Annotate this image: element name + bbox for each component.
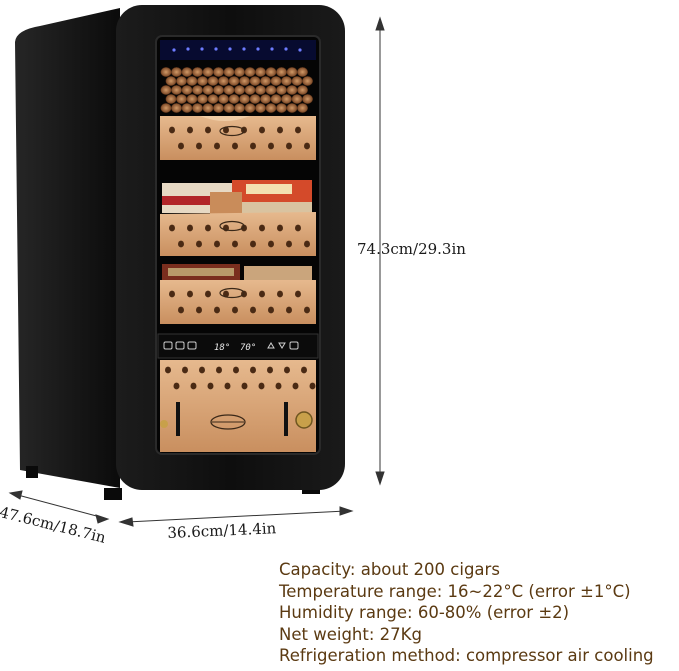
- spec-temperature-range: Temperature range: 16~22°C (error ±1°C): [279, 581, 631, 601]
- shelf-1: [160, 116, 316, 160]
- height-arrow: [375, 16, 385, 486]
- spec-capacity: Capacity: about 200 cigars: [279, 560, 500, 579]
- down-arrow-icon: [278, 342, 286, 349]
- hygrometer-dial-icon: [295, 411, 313, 429]
- height-dimension-label: 74.3cm/29.3in: [357, 240, 466, 258]
- spec-refrigeration-method: Refrigeration method: compressor air coo…: [279, 646, 654, 666]
- panel-button-icon: [187, 341, 197, 350]
- cigar-boxes-shelf-2: [162, 180, 312, 216]
- shelf-3: [160, 280, 316, 324]
- panel-humidity-readout: 70°: [240, 343, 256, 353]
- spec-net-weight: Net weight: 27Kg: [279, 624, 422, 644]
- panel-temperature-readout: 18°: [214, 343, 230, 353]
- spec-list: Capacity: about 200 cigars Temperature r…: [279, 559, 654, 667]
- bottom-drawer: [160, 360, 316, 452]
- panel-button-icon: [163, 341, 173, 350]
- up-arrow-icon: [267, 342, 275, 349]
- spec-humidity-range: Humidity range: 60-80% (error ±2): [279, 603, 570, 623]
- cigar-boxes-shelf-3: [162, 264, 312, 284]
- cabinet-foot: [26, 466, 38, 478]
- panel-button-icon: [289, 341, 299, 350]
- control-panel: 18° 70°: [157, 333, 319, 359]
- cabinet-foot: [104, 488, 122, 500]
- depth-arrow: [8, 490, 110, 524]
- cabinet-side: [15, 8, 120, 488]
- led-strip: [160, 40, 316, 60]
- cigar-pile: [160, 67, 313, 113]
- panel-button-icon: [175, 341, 185, 350]
- width-arrow: [118, 506, 354, 527]
- shelf-2: [160, 212, 316, 256]
